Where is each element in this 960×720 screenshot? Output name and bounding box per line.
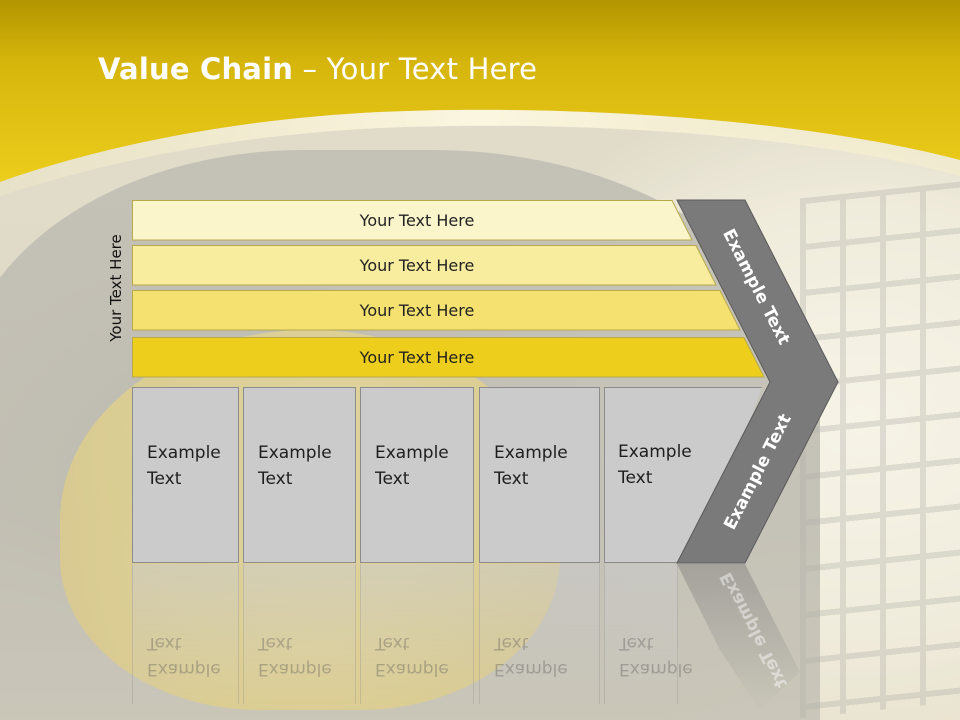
- activity-box-line2: Text: [494, 469, 529, 489]
- title-rest: – Your Text Here: [293, 52, 538, 86]
- activity-box-line1: Example: [618, 442, 692, 462]
- activity-box-line2: Text: [375, 469, 410, 489]
- support-bar-fill: [132, 245, 717, 286]
- support-bar-shape: [132, 290, 741, 331]
- slide-title: Value Chain – Your Text Here: [98, 52, 537, 86]
- support-bar-fill: [132, 337, 765, 378]
- support-bar-shape: [132, 337, 765, 378]
- support-bar-label: Your Text Here: [359, 300, 475, 320]
- support-bar-3: Your Text Here: [132, 290, 772, 331]
- title-bold: Value Chain: [98, 52, 294, 86]
- support-bar-label: Your Text Here: [359, 347, 475, 367]
- support-bar-fill: [132, 200, 693, 241]
- support-bar-2: Your Text Here: [132, 245, 772, 286]
- support-bar-fill: [132, 290, 741, 331]
- support-bar-label: Your Text Here: [359, 255, 475, 275]
- support-bar-4: Your Text Here: [132, 337, 772, 378]
- activity-box-line1: Example: [375, 443, 449, 463]
- support-bar-1: Your Text Here: [132, 200, 772, 241]
- chevron-reflection: [677, 564, 800, 710]
- support-bar-shape: [132, 245, 717, 286]
- activity-box-line2: Text: [618, 468, 653, 488]
- support-bar-label: Your Text Here: [359, 210, 475, 230]
- activity-box-line1: Example: [258, 443, 332, 463]
- activity-box-line1: Example: [147, 443, 221, 463]
- chevron-shape: [676, 199, 839, 564]
- activity-box-line1: Example: [494, 443, 568, 463]
- support-bar-shape: [132, 200, 693, 241]
- activity-box-line2: Text: [258, 469, 293, 489]
- activity-box-line2: Text: [147, 469, 182, 489]
